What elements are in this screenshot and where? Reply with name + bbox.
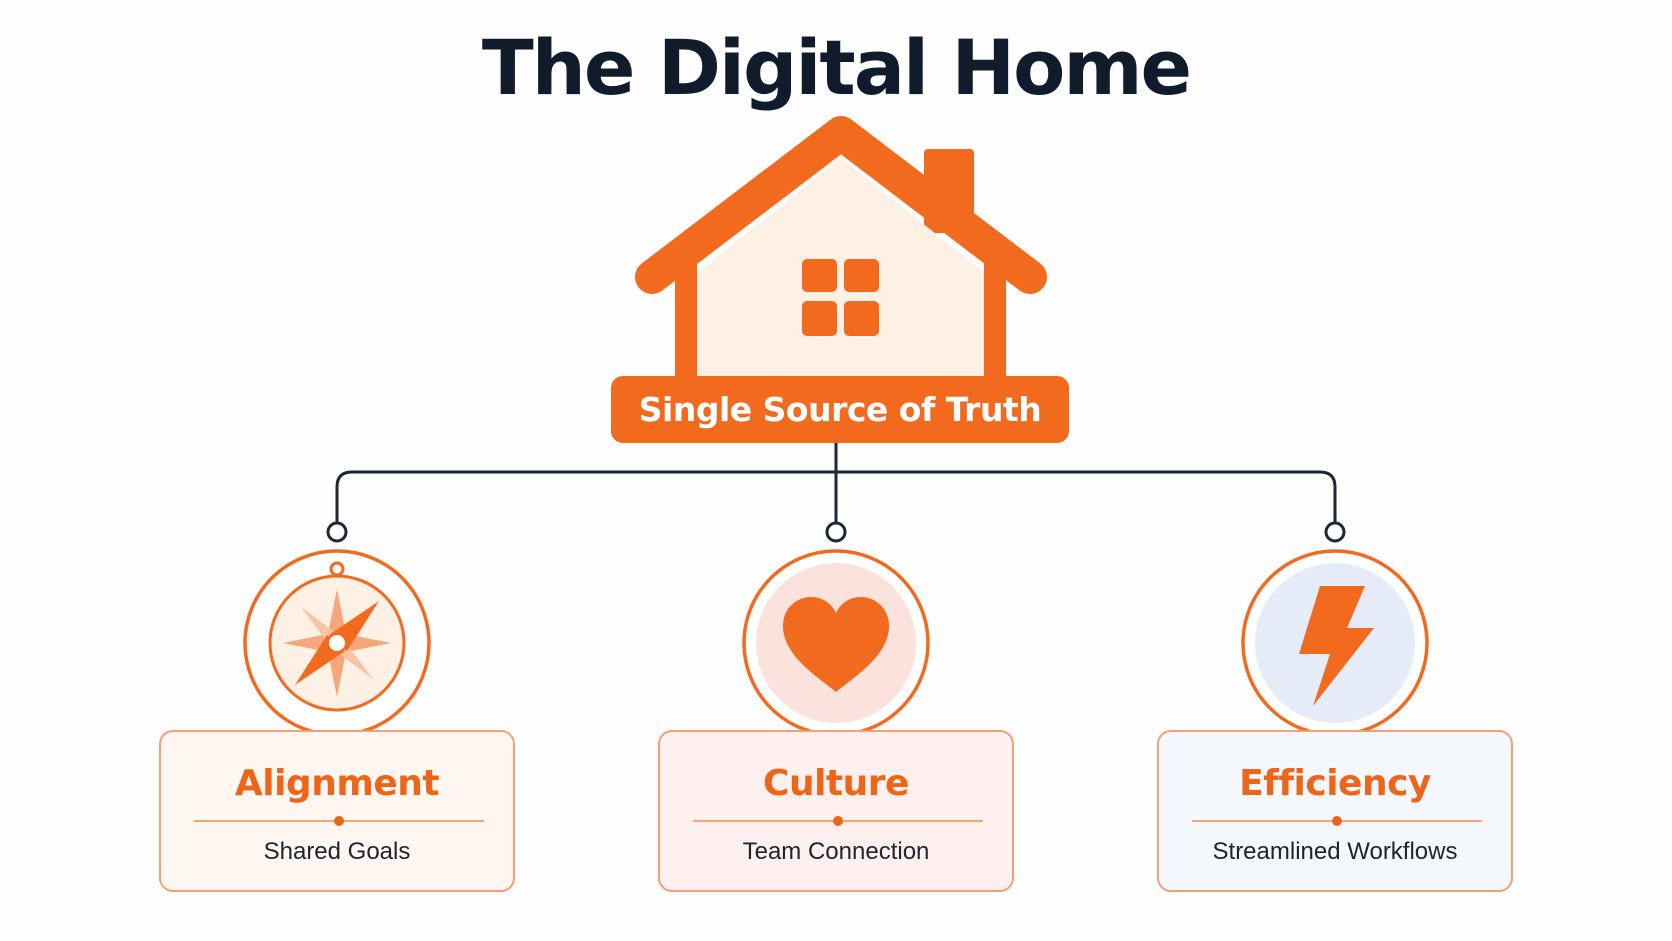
diagram-title: The Digital Home: [481, 23, 1192, 112]
alignment-card: Alignment Shared Goals: [159, 730, 515, 892]
connector-right: [1319, 470, 1337, 523]
alignment-subtitle: Shared Goals: [263, 838, 411, 865]
culture-title: Culture: [763, 763, 909, 804]
card-divider-dot: [1332, 816, 1342, 826]
connector-lines: [335, 443, 1337, 523]
culture-subtitle: Team Connection: [742, 838, 930, 865]
single-source-badge: Single Source of Truth: [611, 376, 1069, 443]
house-icon: [635, 116, 1047, 380]
lightning-icon: [1241, 549, 1429, 737]
connector-node-left: [326, 521, 348, 543]
connector-nodes: [326, 521, 1346, 543]
window-icon: [802, 259, 879, 336]
connector-node-right: [1324, 521, 1346, 543]
house-body: [691, 158, 991, 378]
alignment-title: Alignment: [234, 763, 440, 804]
connector-left: [335, 470, 353, 523]
compass-icon: [243, 549, 431, 737]
culture-card: Culture Team Connection: [658, 730, 1014, 892]
efficiency-title: Efficiency: [1239, 763, 1431, 804]
card-divider-dot: [334, 816, 344, 826]
efficiency-card: Efficiency Streamlined Workflows: [1157, 730, 1513, 892]
roof-shape: [635, 116, 1047, 294]
efficiency-subtitle: Streamlined Workflows: [1212, 838, 1458, 865]
card-divider-dot: [833, 816, 843, 826]
connector-node-center: [825, 521, 847, 543]
heart-icon: [742, 549, 930, 737]
